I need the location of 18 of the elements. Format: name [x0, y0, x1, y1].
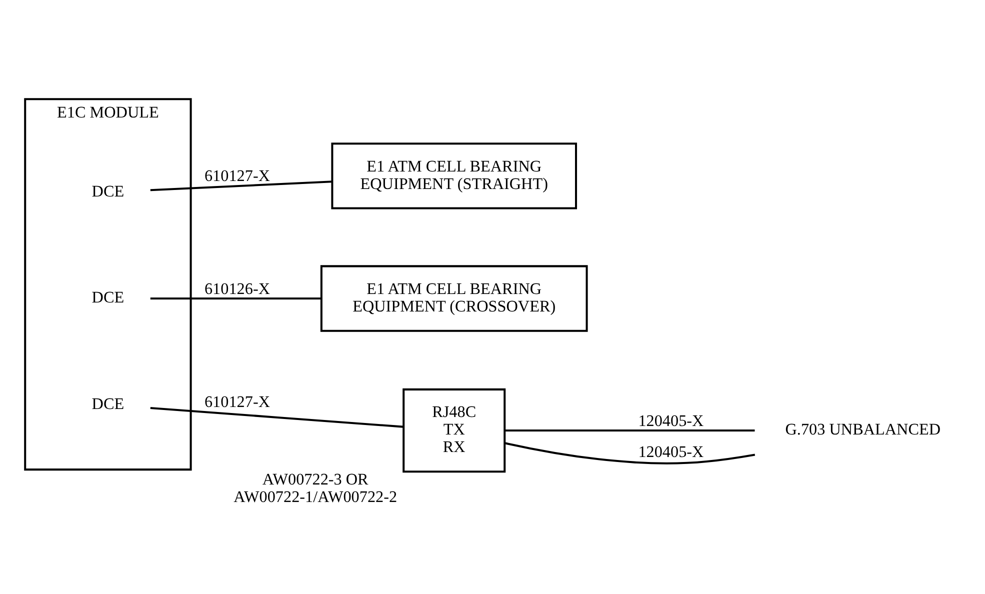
node-text: DCE: [92, 396, 124, 413]
edge-label: 120405-X: [638, 412, 704, 430]
edge-label: 610127-X: [204, 167, 270, 184]
node-label: AW00722-3 OR AW00722-1/AW00722-2: [234, 471, 398, 506]
node-text: DCE: [92, 182, 124, 200]
connector: [504, 442, 756, 464]
node-text: DCE: [92, 289, 124, 306]
edge-label: 120405-X: [638, 443, 704, 460]
connector: [150, 406, 404, 428]
connector: [150, 180, 332, 191]
node-box: E1 ATM CELL BEARING EQUIPMENT (STRAIGHT): [331, 142, 578, 209]
node-box: E1 ATM CELL BEARING EQUIPMENT (CROSSOVER): [320, 264, 588, 332]
node-text: G.703 UNBALANCED: [785, 421, 941, 438]
node-box: RJ48C TX RX: [402, 388, 506, 472]
connector: [150, 297, 322, 300]
edge-label: 610126-X: [204, 280, 270, 298]
connector: [504, 429, 755, 432]
edge-label: 610127-X: [204, 394, 270, 411]
